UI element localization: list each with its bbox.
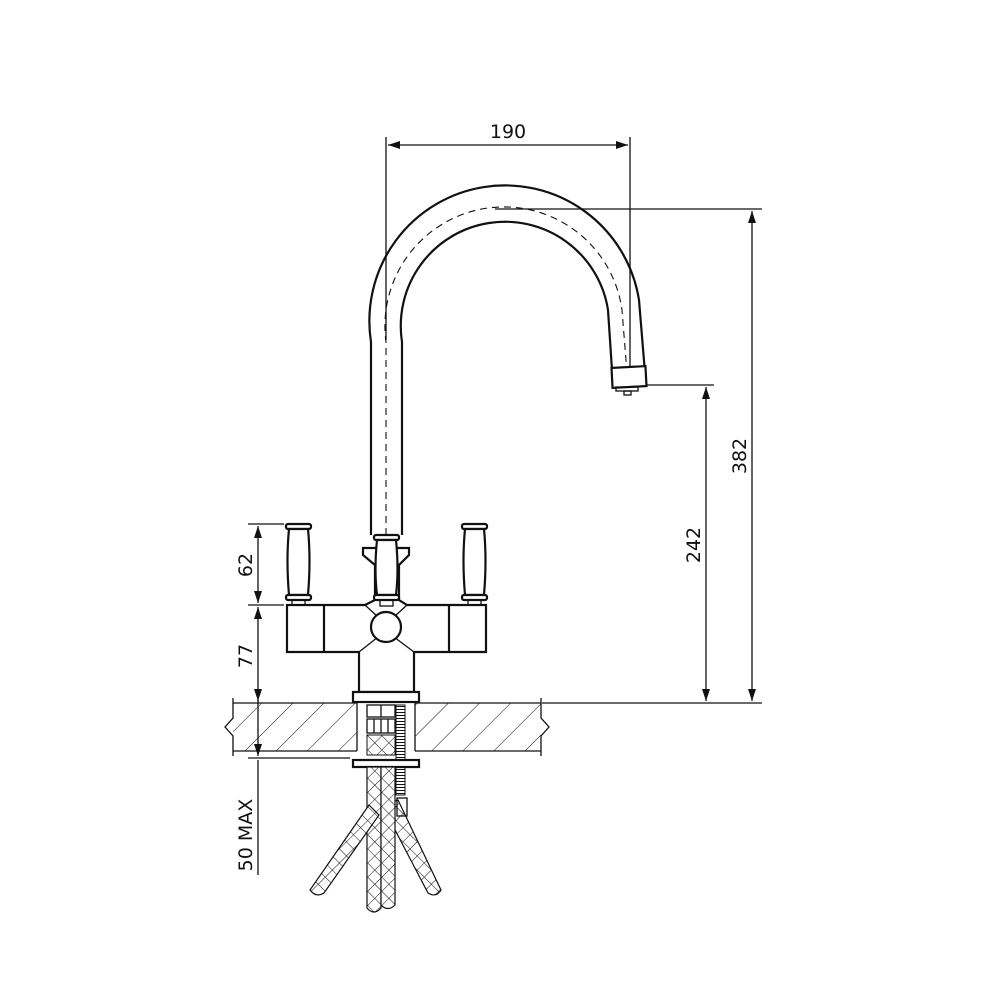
center-hub	[369, 610, 403, 644]
handle-right	[460, 522, 489, 606]
dim-label-62: 62	[235, 553, 257, 577]
dimension-outlet-height: 242	[646, 384, 714, 701]
dim-label-77: 77	[235, 644, 257, 668]
handle-center	[372, 533, 401, 607]
dimension-handle-and-body: 62 77	[235, 523, 284, 701]
dim-label-50-max: 50 MAX	[235, 799, 257, 872]
gooseneck-spout	[368, 184, 648, 535]
handle-left	[284, 522, 313, 606]
hose-center	[366, 766, 382, 913]
base-flange	[351, 690, 421, 704]
hose-right	[381, 799, 442, 896]
hose-left	[309, 804, 380, 896]
dim-label-242: 242	[683, 527, 705, 563]
dim-label-190: 190	[490, 121, 526, 143]
dim-label-382: 382	[729, 438, 751, 474]
flexible-hoses	[309, 766, 442, 913]
dimension-spout-reach: 190	[385, 121, 631, 385]
worktop-section	[224, 698, 550, 756]
threaded-shank	[366, 704, 406, 796]
dimension-overall-height: 382	[495, 208, 762, 701]
dimension-max-thickness: 50 MAX	[235, 700, 350, 875]
fixing-washer	[351, 758, 421, 769]
